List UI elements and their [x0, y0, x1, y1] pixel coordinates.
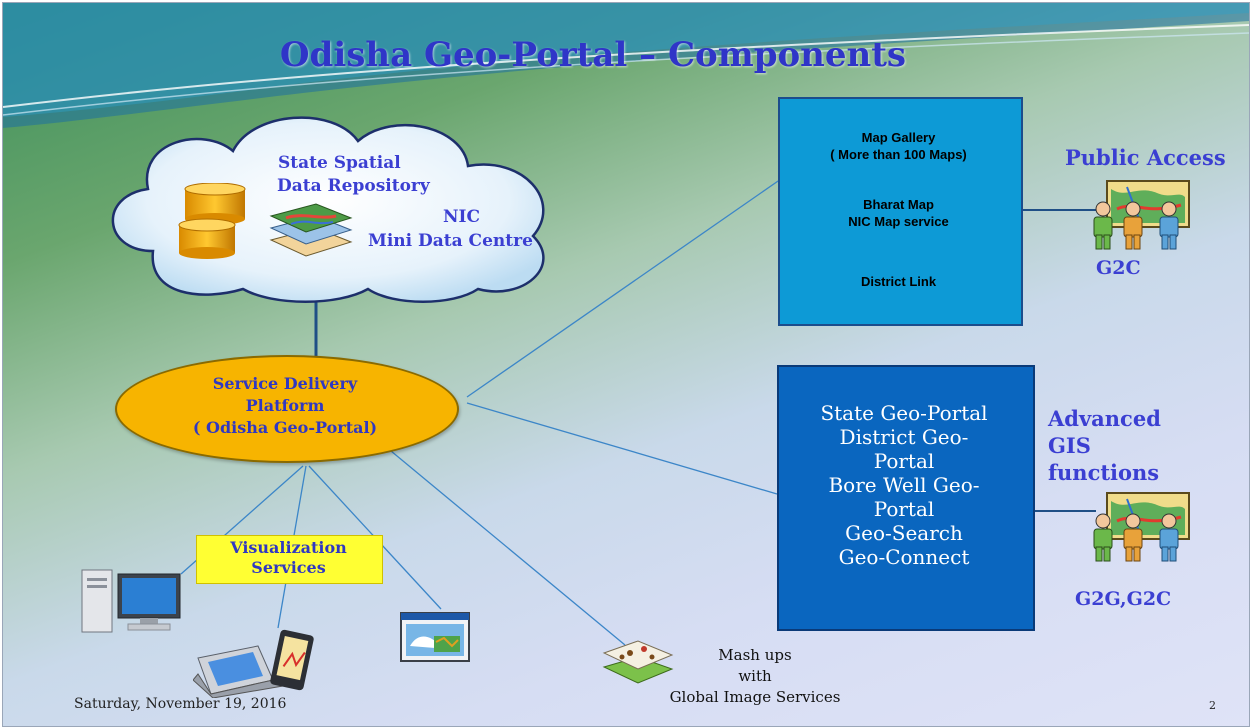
advanced-label-line2: GIS [1048, 433, 1091, 458]
platform-label-line1: Service Delivery [212, 374, 358, 393]
slide-title: Odisha Geo-Portal – Components [279, 35, 907, 75]
visualization-label-line2: Services [251, 558, 326, 577]
gis-users-map-icon [1093, 492, 1190, 562]
map-gallery-label: Map Gallery [861, 130, 936, 145]
map-window-icon [400, 612, 470, 662]
map-gallery-count-label: ( More than 100 Maps) [830, 147, 967, 162]
database-icon [178, 183, 246, 259]
mashups-label-line2: with [738, 667, 772, 685]
users-map-icon [1093, 180, 1190, 250]
bharat-map-label: Bharat Map [863, 197, 934, 212]
gis-box-line-1: State Geo-Portal [820, 401, 988, 425]
visualization-label-line1: Visualization [230, 538, 347, 557]
page-number: 2 [1209, 699, 1216, 712]
gis-box-line-3: Portal [873, 449, 935, 473]
advanced-label-line1: Advanced [1048, 406, 1161, 431]
gis-box-line-4: Bore Well Geo- [828, 473, 980, 497]
g2g-g2c-label: G2G,G2C [1075, 588, 1172, 610]
nic-map-service-label: NIC Map service [848, 214, 949, 229]
district-link-label: District Link [860, 274, 937, 289]
laptop-phone-icon [193, 629, 314, 698]
geo-portals-box [777, 365, 1035, 631]
visualization-services-box [196, 535, 383, 584]
header-swoosh [3, 3, 1249, 128]
footer-date: Saturday, November 19, 2016 [74, 696, 287, 712]
gis-box-line-5: Portal [873, 497, 935, 521]
nic-label-line1: NIC [443, 207, 481, 227]
repository-label-line2: Data Repository [277, 176, 430, 196]
repository-label-line1: State Spatial [278, 153, 401, 173]
platform-label-line3: ( Odisha Geo-Portal) [192, 418, 378, 437]
g2c-label: G2C [1096, 257, 1141, 279]
platform-label-line2: Platform [245, 396, 325, 415]
desktop-computer-icon [81, 569, 181, 633]
mashups-label-line3: Global Image Services [669, 688, 841, 706]
service-delivery-platform [115, 355, 459, 463]
map-layers-icon [269, 203, 353, 257]
public-access-heading: Public Access [1065, 145, 1226, 170]
nic-label-line2: Mini Data Centre [368, 231, 533, 251]
advanced-label-line3: functions [1048, 460, 1160, 485]
public-services-box [778, 97, 1023, 326]
gis-box-line-2: District Geo- [839, 425, 969, 449]
mashups-label-line1: Mash ups [718, 646, 792, 664]
gis-box-line-6: Geo-Search [845, 521, 963, 545]
mashup-layers-icon [602, 640, 674, 684]
gis-box-line-7: Geo-Connect [838, 545, 970, 569]
